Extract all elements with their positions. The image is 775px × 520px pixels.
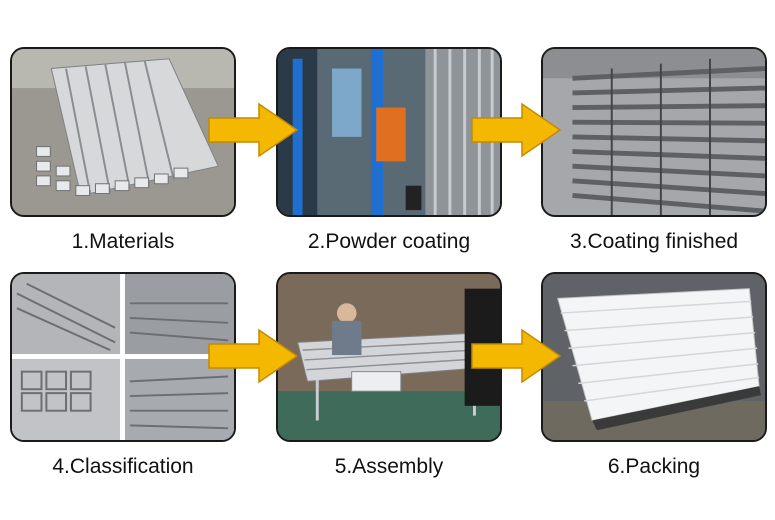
right-arrow-icon (470, 328, 562, 384)
coating-finished-image (543, 49, 765, 215)
photo-assembly (276, 272, 502, 442)
photo-classification (10, 272, 236, 442)
step-4-caption: 4.Classification (52, 455, 194, 478)
packing-image (543, 274, 765, 440)
step-5-caption: 5.Assembly (334, 455, 444, 478)
powder-coating-image (278, 49, 500, 215)
materials-image (12, 49, 234, 215)
right-arrow-icon (207, 328, 299, 384)
photo-materials (10, 47, 236, 217)
photo-coating-finished (541, 47, 767, 217)
classification-image (12, 274, 234, 440)
step-6-caption: 6.Packing (607, 455, 701, 478)
right-arrow-icon (207, 102, 299, 158)
photo-packing (541, 272, 767, 442)
step-2-caption: 2.Powder coating (307, 230, 471, 253)
assembly-image (278, 274, 500, 440)
step-3-caption: 3.Coating finished (569, 230, 739, 253)
photo-powder-coating (276, 47, 502, 217)
right-arrow-icon (470, 102, 562, 158)
step-1-caption: 1.Materials (71, 230, 175, 253)
